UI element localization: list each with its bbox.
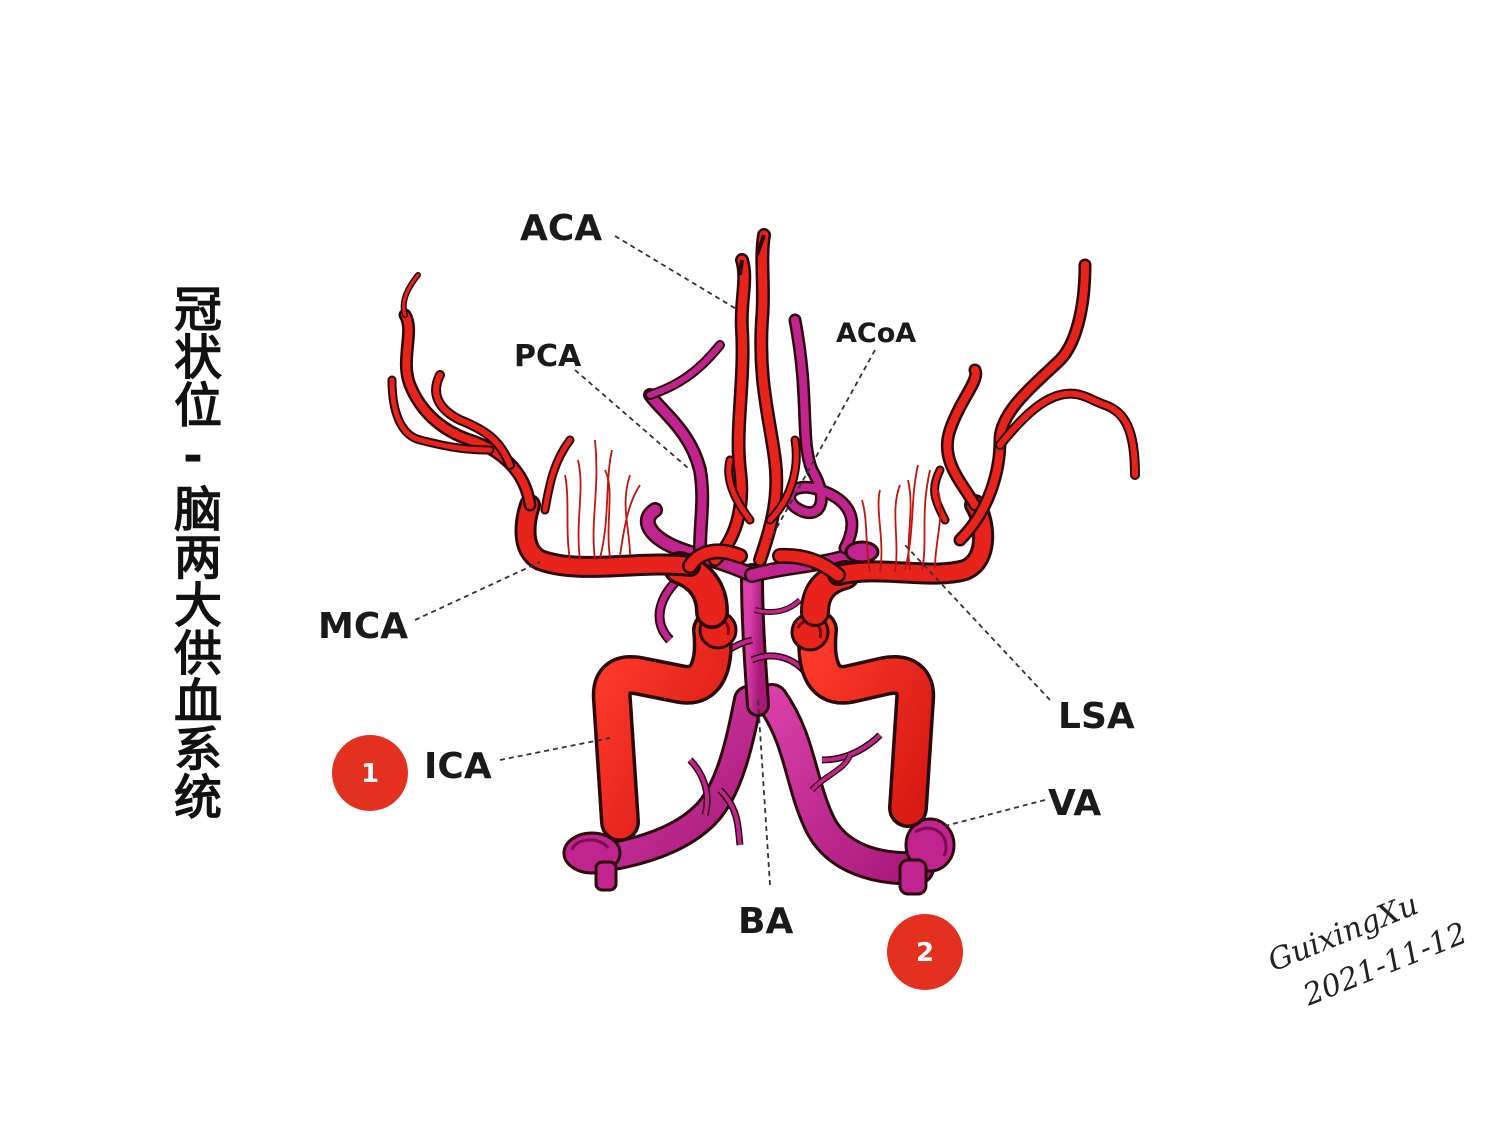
carotid-system [387, 228, 1140, 842]
leader-aca [614, 235, 739, 311]
marker-2-label: 2 [916, 938, 934, 968]
label-acoa: ACoA [836, 318, 916, 349]
marker-1-label: 1 [361, 759, 379, 789]
label-mca: MCA [318, 606, 408, 647]
leader-va [944, 799, 1046, 827]
diagram-title: 冠状位-脑两大供血系统 [165, 284, 221, 820]
label-va: VA [1048, 783, 1101, 824]
label-aca: ACA [520, 208, 602, 249]
leader-ica [499, 737, 611, 761]
label-ica: ICA [424, 746, 492, 787]
left-vertebral-artery [562, 685, 763, 892]
posterior-circulation-branches [639, 313, 880, 644]
label-lsa: LSA [1058, 696, 1135, 737]
right-vertebral-artery [755, 683, 956, 896]
label-pca: PCA [514, 339, 582, 374]
leader-lines [414, 235, 1051, 886]
anterior-cerebral-arteries [708, 228, 801, 567]
leader-pca [574, 369, 689, 469]
left-lenticulostriate-arteries [564, 439, 641, 561]
vertebrobasilar-system [562, 313, 956, 896]
artist-signature: GuixingXu 2021-11-12 [1263, 887, 1472, 1013]
leader-mca [414, 561, 541, 621]
marker-2: 2 [887, 914, 963, 990]
artery-labels: ACA PCA ACoA MCA LSA ICA VA BA [318, 208, 1135, 942]
leader-acoa [769, 349, 876, 541]
label-ba: BA [738, 901, 793, 942]
right-middle-cerebral-artery [827, 258, 1140, 586]
right-lenticulostriate-arteries [861, 464, 942, 573]
marker-1: 1 [332, 735, 408, 811]
leader-ba [757, 699, 771, 886]
anterior-communicating-region [682, 543, 846, 583]
left-middle-cerebral-artery [387, 272, 701, 578]
